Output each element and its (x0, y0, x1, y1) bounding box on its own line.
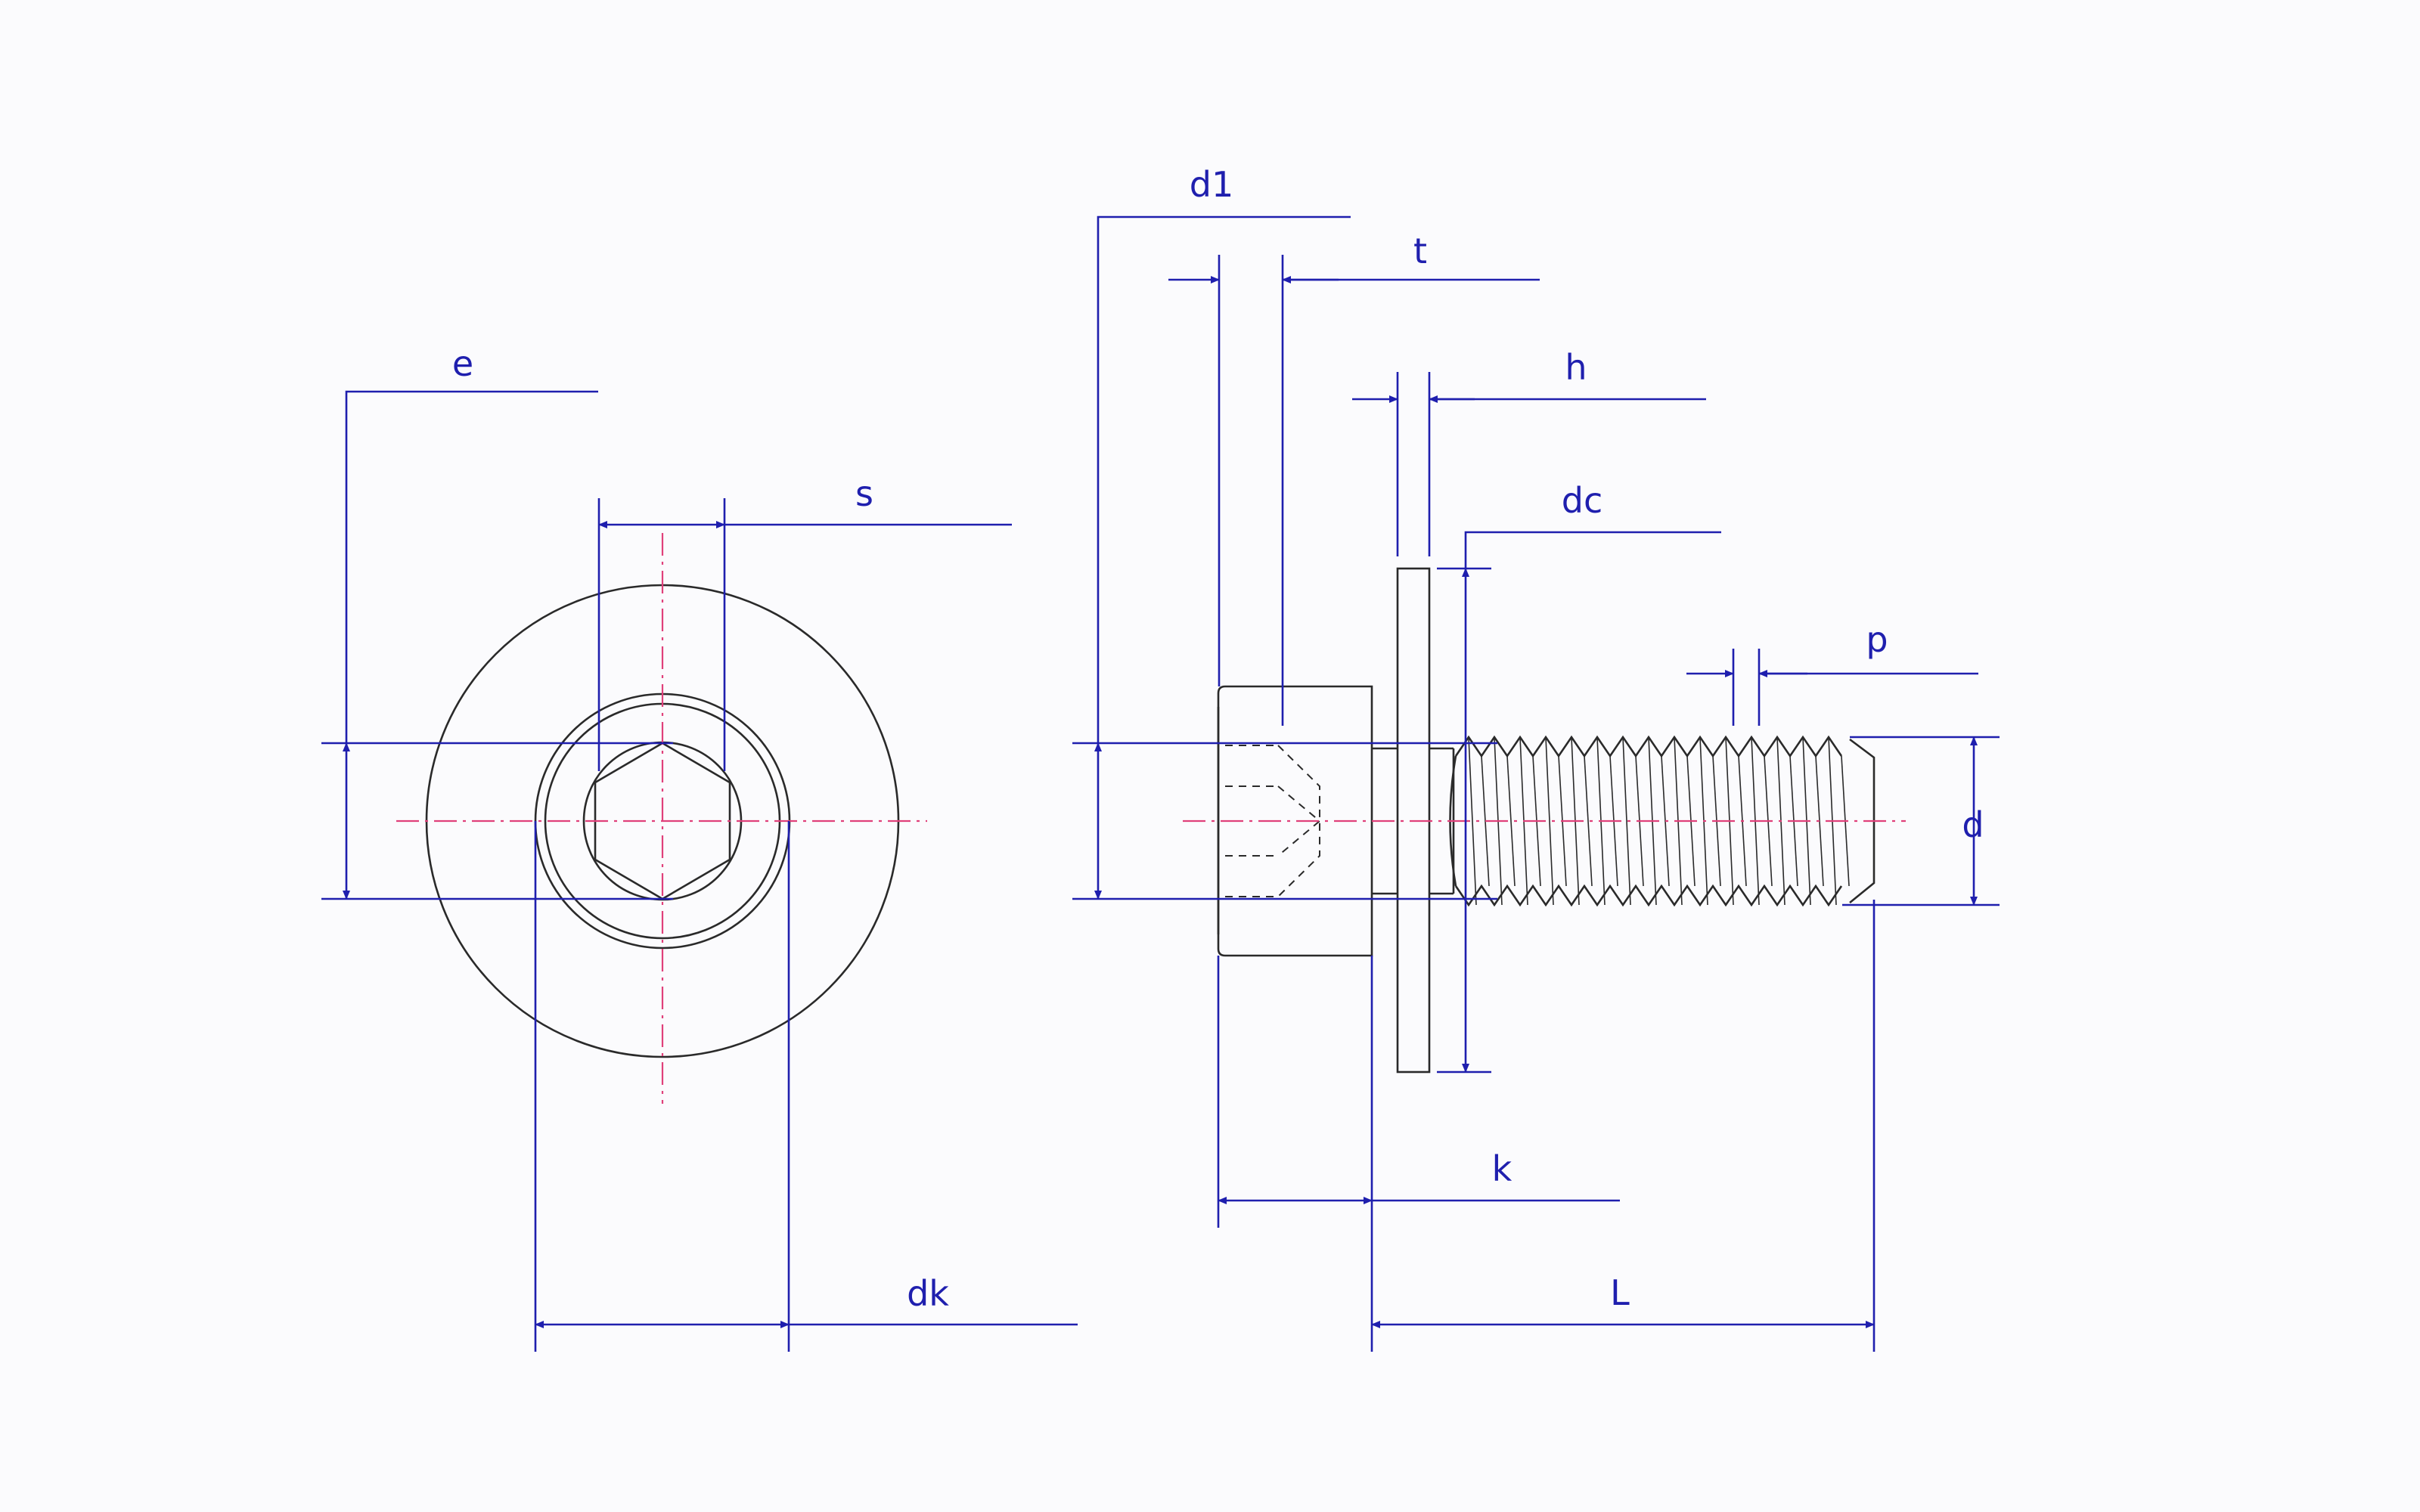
dimension-e: e (321, 343, 673, 900)
label-dc: dc (1562, 480, 1603, 521)
thread-line (1468, 736, 1477, 906)
thread-line (1622, 736, 1631, 906)
dimension-h: h (1352, 347, 1706, 556)
thread-line (1545, 736, 1554, 906)
label-d: d (1962, 804, 1984, 845)
thread-line (1506, 755, 1516, 887)
label-e: e (452, 343, 473, 384)
screw-head (1217, 685, 1373, 957)
dimension-p: p (1686, 619, 1978, 726)
dimension-t: t (1168, 231, 1540, 726)
dimension-d: d (1842, 736, 2000, 906)
dimension-k: k (1217, 956, 1620, 1352)
label-p: p (1866, 619, 1888, 660)
side-view (1183, 567, 1906, 1074)
dimension-dk: dk (534, 821, 1078, 1352)
label-L: L (1610, 1272, 1630, 1313)
thread-line (1584, 755, 1593, 887)
dimension-d1: d1 (1072, 164, 1497, 900)
label-dk: dk (907, 1273, 949, 1314)
dimension-s: s (597, 473, 1012, 771)
label-d1: d1 (1190, 164, 1233, 205)
dimension-dc: dc (1437, 480, 1721, 1074)
hidden-socket (1225, 745, 1321, 897)
label-t: t (1413, 231, 1427, 271)
label-h: h (1565, 347, 1587, 388)
label-k: k (1492, 1148, 1512, 1189)
front-view (396, 533, 927, 1104)
dimension-L: L (1371, 900, 1876, 1352)
label-s: s (855, 473, 873, 514)
